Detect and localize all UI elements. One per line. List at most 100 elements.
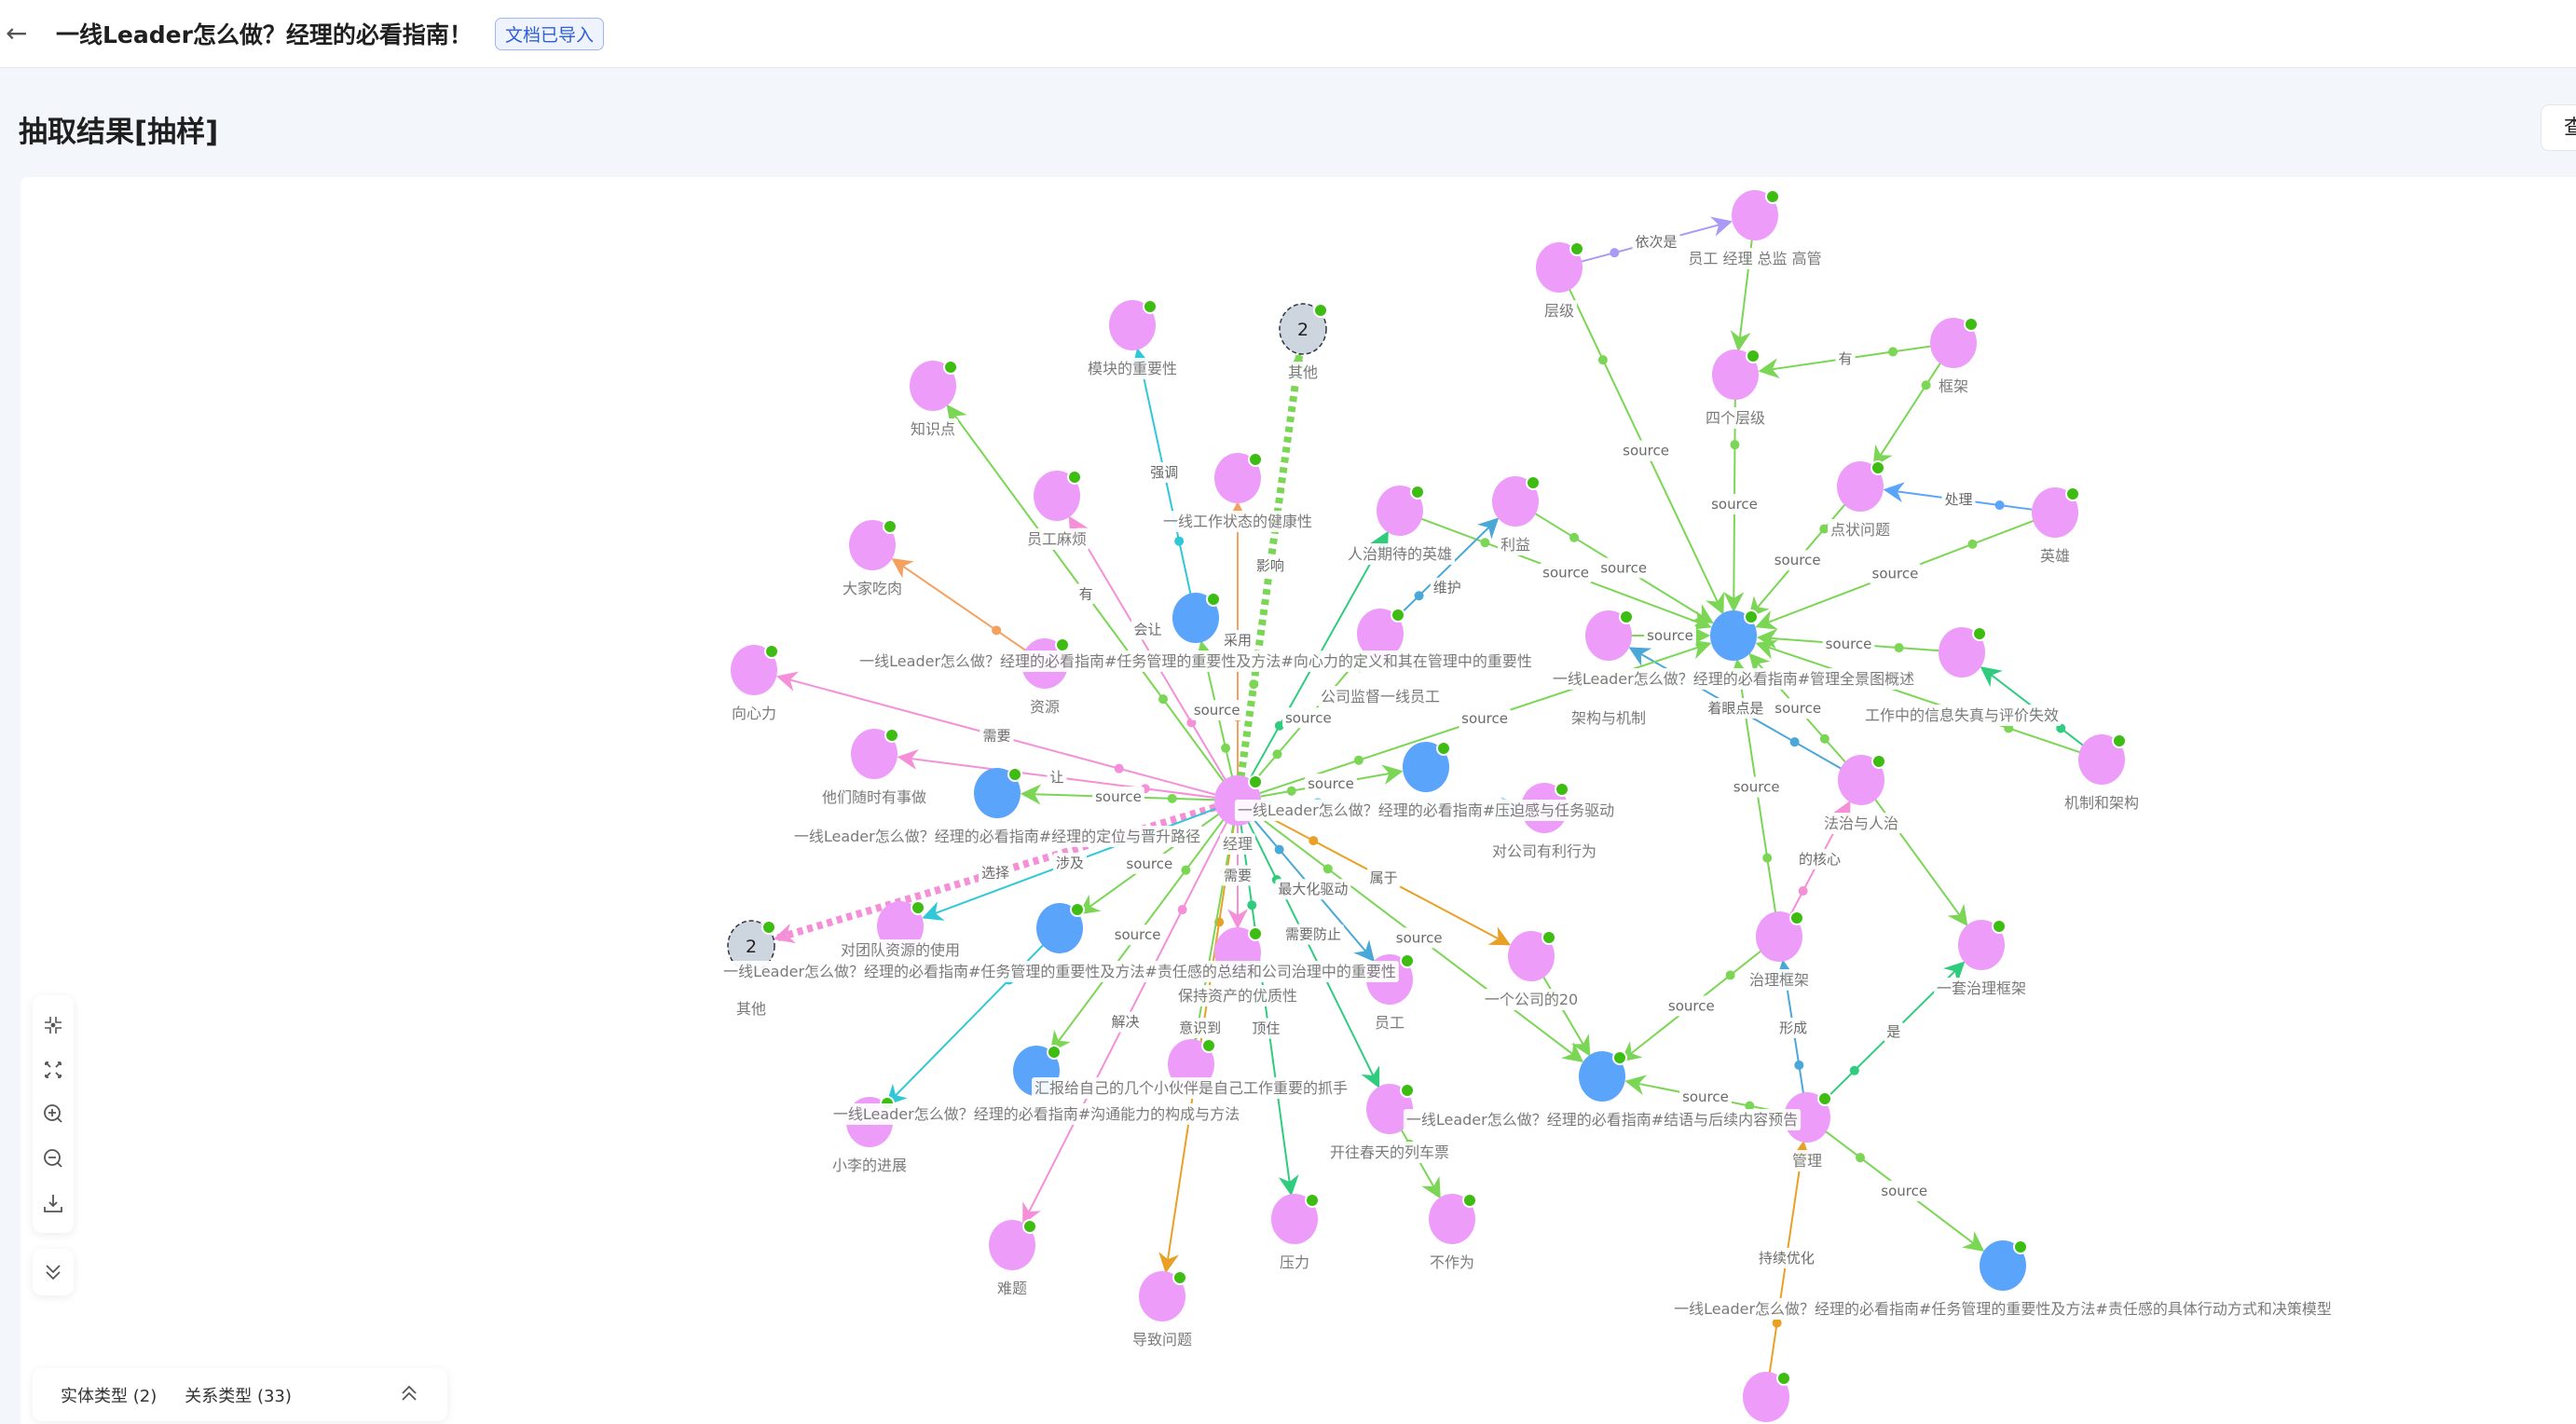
node-label: 资源 (1030, 698, 1060, 716)
entity-node[interactable] (1930, 317, 1979, 368)
entity-node[interactable] (1492, 475, 1541, 527)
entity-node[interactable] (1732, 189, 1780, 240)
document-node[interactable] (1710, 609, 1759, 661)
edge-label-group: 选择 (978, 862, 1012, 883)
chevron-double-down-icon[interactable] (33, 1249, 74, 1295)
edge-label: source (1682, 1089, 1729, 1105)
back-arrow-icon[interactable]: ← (6, 18, 28, 48)
node-label: 难题 (997, 1280, 1027, 1297)
page-title: 抽取结果[抽样] (19, 116, 219, 149)
entity-node[interactable] (877, 900, 925, 952)
entity-node[interactable] (1377, 485, 1425, 536)
edge-label-group: source (1772, 698, 1825, 719)
node-label: 大家吃肉 (843, 580, 902, 597)
graph-edge[interactable] (1541, 976, 1591, 1057)
entity-node[interactable] (1837, 460, 1885, 512)
edge-handle (1174, 536, 1185, 546)
edge-label-group: 处理 (1941, 489, 1976, 511)
entity-node[interactable] (2032, 486, 2080, 538)
entity-node[interactable] (1712, 349, 1761, 400)
focus-icon[interactable] (41, 1013, 65, 1037)
graph-edge[interactable] (1872, 362, 1942, 468)
edge-label-group: source (1620, 440, 1672, 461)
node-label: 人治期待的英雄 (1348, 545, 1452, 563)
edge-handle (992, 625, 1002, 636)
entity-node[interactable] (1838, 754, 1886, 805)
entity-node[interactable] (1366, 1083, 1415, 1134)
edge-handle (1610, 248, 1620, 258)
entity-node[interactable] (1109, 299, 1158, 350)
graph-edge[interactable] (1755, 639, 2080, 753)
edge-handle (1819, 733, 1829, 744)
entity-node[interactable] (1585, 609, 1634, 661)
entity-node[interactable] (1271, 1193, 1320, 1244)
entity-types-tab[interactable]: 实体类型 (2) (61, 1386, 158, 1406)
entity-node[interactable] (731, 644, 779, 695)
edge-label: 形成 (1779, 1020, 1807, 1036)
entity-node[interactable] (1939, 626, 1987, 678)
entity-node[interactable] (1034, 470, 1082, 521)
fit-screen-icon[interactable] (41, 1058, 65, 1082)
edge-handle (1856, 1153, 1866, 1163)
edge-handle (1114, 763, 1124, 774)
document-node[interactable] (974, 767, 1022, 818)
entity-node[interactable] (1756, 911, 1804, 962)
entity-node[interactable] (1508, 930, 1556, 981)
graph-edge[interactable] (1068, 515, 1227, 782)
relation-types-tab[interactable]: 关系类型 (33) (185, 1386, 292, 1406)
zoom-out-icon[interactable] (41, 1146, 65, 1171)
cluster-node[interactable]: 2 (727, 920, 776, 972)
node-label-group: 机制和架构 (2061, 792, 2143, 814)
node-label: 其他 (1288, 363, 1318, 381)
entity-node[interactable] (1743, 1371, 1791, 1422)
edge-handle (1762, 853, 1773, 863)
cluster-node[interactable]: 2 (1279, 303, 1328, 355)
graph-edge[interactable] (1400, 1129, 1441, 1199)
edge-label: 影响 (1256, 557, 1284, 574)
edge-handle (1921, 380, 1931, 390)
edge-label: 依次是 (1636, 233, 1678, 250)
chevron-double-up-icon[interactable] (399, 1383, 419, 1408)
node-label: 员工 (1375, 1014, 1404, 1032)
document-node[interactable] (1980, 1239, 2028, 1291)
document-node[interactable] (1172, 592, 1221, 643)
document-node[interactable] (1036, 902, 1085, 953)
view-button[interactable]: 查 (2541, 104, 2576, 151)
entity-node[interactable] (1214, 452, 1263, 503)
entity-node[interactable] (851, 728, 899, 779)
edge-label: 属于 (1370, 869, 1398, 886)
graph-edge[interactable] (1396, 517, 1500, 619)
edge-handle (1177, 905, 1187, 915)
edge-label: 持续优化 (1759, 1250, 1815, 1267)
entity-node[interactable] (989, 1219, 1037, 1270)
graph-edge[interactable] (891, 558, 1026, 651)
node-label-group: 向心力 (728, 703, 780, 724)
edge-label-group: 维护 (1430, 577, 1464, 598)
entity-node[interactable] (1536, 241, 1584, 293)
edge-handle (1730, 440, 1740, 450)
entity-node[interactable] (910, 360, 958, 411)
download-icon[interactable] (41, 1191, 65, 1215)
edge-label-group: source (1597, 557, 1651, 579)
edge-label-group: 有 (1076, 583, 1096, 605)
zoom-in-icon[interactable] (41, 1102, 65, 1126)
node-label-group: 其他 (733, 998, 770, 1020)
edge-handle (1894, 643, 1904, 653)
node-label: 一线Leader怎么做？经理的必看指南#压迫感与任务驱动 (1238, 801, 1614, 819)
entity-node[interactable] (1958, 919, 2007, 970)
edge-label: source (1194, 702, 1240, 719)
entity-node[interactable] (1357, 608, 1405, 659)
entity-node[interactable] (2078, 733, 2127, 785)
graph-edge[interactable] (1247, 820, 1380, 1089)
document-node[interactable] (1403, 741, 1451, 792)
entity-node[interactable] (1429, 1193, 1477, 1244)
node-label-group: 四个层级 (1702, 407, 1769, 429)
entity-node[interactable] (849, 519, 897, 570)
document-node[interactable] (1579, 1050, 1627, 1102)
entity-node[interactable] (1168, 1038, 1216, 1089)
edge-handle (1794, 1060, 1804, 1070)
node-label: 知识点 (911, 420, 955, 438)
entity-node[interactable] (1139, 1270, 1187, 1321)
edge-label-group: 会让 (1130, 619, 1165, 640)
